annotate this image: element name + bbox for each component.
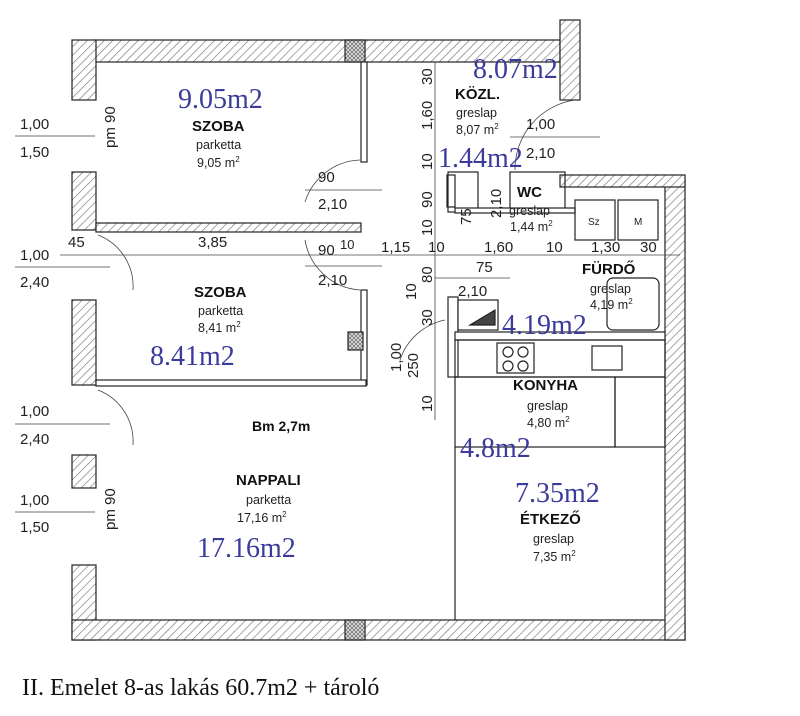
szoba2-floor: parketta [198, 304, 244, 318]
window-4-sill: pm 90 [102, 488, 119, 530]
kozl-handwritten-area: 8.07m2 [473, 54, 558, 85]
door-5-width: 75 [476, 259, 493, 276]
dim-v: 10 [419, 219, 436, 236]
szoba1-name: SZOBA [192, 118, 245, 135]
dim-h: 45 [68, 234, 85, 251]
wall-szoba-divider [95, 222, 362, 233]
furdo-name: FÜRDŐ [582, 261, 636, 278]
wc-name: WC [517, 184, 542, 201]
washer-label: Sz [588, 217, 600, 228]
door-3-width: 1,00 [526, 116, 556, 133]
wall-right [664, 179, 686, 641]
window-1-sill: pm 90 [102, 106, 119, 148]
szoba1-area: 9,05 m2 [197, 155, 240, 171]
nappali-floor: parketta [246, 493, 292, 507]
furdo-floor: greslap [590, 282, 631, 296]
dim-h: 10 [340, 237, 355, 252]
dim-v: 1,00 [388, 342, 405, 372]
szoba1-handwritten-area: 9.05m2 [178, 84, 263, 115]
dim-h: 10 [428, 239, 445, 256]
konyha-handwritten-area: 4.8m2 [460, 433, 531, 464]
dim-h: 1,15 [381, 239, 411, 256]
etkezo-floor: greslap [533, 532, 574, 546]
kozl-area: 8,07 m2 [456, 122, 499, 138]
door-4-width: 75 [458, 208, 475, 225]
furdo-handwritten-area: 4.19m2 [502, 310, 587, 341]
dim-v: 80 [419, 266, 436, 283]
etkezo-area: 7,35 m2 [533, 549, 576, 565]
wc-area: 1,44 m2 [510, 219, 553, 235]
door-1-height: 2,10 [318, 196, 348, 213]
dim-h: 1,30 [591, 239, 621, 256]
szoba2-name: SZOBA [194, 284, 247, 301]
konyha-area: 4,80 m2 [527, 415, 570, 431]
window-1-width: 1,00 [20, 116, 50, 133]
nappali-area: 17,16 m2 [237, 510, 287, 526]
door-4-height: 2,10 [488, 188, 505, 218]
wall-bottom [71, 619, 686, 641]
dim-v: 10 [419, 395, 436, 412]
window-2-height: 2,40 [20, 274, 50, 291]
window-1-height: 1,50 [20, 144, 50, 161]
nappali-handwritten-area: 17.16m2 [197, 533, 296, 564]
door-2-width: 90 [318, 242, 335, 259]
door-1-width: 90 [318, 169, 335, 186]
door-2-height: 2,10 [318, 272, 348, 289]
furdo-area: 4,19 m2 [590, 297, 633, 313]
window-3-width: 1,00 [20, 403, 50, 420]
dim-v: 10 [419, 153, 436, 170]
wall-top-right [559, 19, 581, 101]
window-4-height: 1,50 [20, 519, 50, 536]
konyha-floor: greslap [527, 399, 568, 413]
wc-floor: greslap [509, 204, 550, 218]
dim-v: 10 [403, 283, 420, 300]
window-4-width: 1,00 [20, 492, 50, 509]
dim-h: 1,60 [484, 239, 514, 256]
window-3-height: 2,40 [20, 431, 50, 448]
appliance-m-label: M [634, 217, 643, 228]
dim-v: 30 [419, 68, 436, 85]
door-5-height: 2,10 [458, 283, 488, 300]
dim-v: 30 [419, 309, 436, 326]
ceiling-height: Bm 2,7m [252, 418, 311, 434]
dim-v: 250 [405, 352, 422, 378]
szoba2-area: 8,41 m2 [198, 320, 241, 336]
window-2-width: 1,00 [20, 247, 50, 264]
konyha-name: KONYHA [513, 377, 579, 394]
nappali-name: NAPPALI [236, 472, 301, 489]
wall-left [71, 39, 97, 101]
door-3-height: 2,10 [526, 145, 556, 162]
szoba1-floor: parketta [196, 138, 242, 152]
dim-v: 90 [419, 191, 436, 208]
dim-h: 30 [640, 239, 657, 256]
wc-handwritten-area: 1.44m2 [438, 143, 523, 174]
dim-v: 1,60 [419, 100, 436, 130]
kozl-name: KÖZL. [455, 86, 500, 103]
plan-caption: II. Emelet 8-as lakás 60.7m2 + tároló [22, 675, 380, 701]
etkezo-name: ÉTKEZŐ [520, 511, 581, 528]
etkezo-handwritten-area: 7.35m2 [515, 478, 600, 509]
dim-h: 10 [546, 239, 563, 256]
dim-h: 3,85 [198, 234, 228, 251]
kozl-floor: greslap [456, 106, 497, 120]
szoba2-handwritten-area: 8.41m2 [150, 341, 235, 372]
